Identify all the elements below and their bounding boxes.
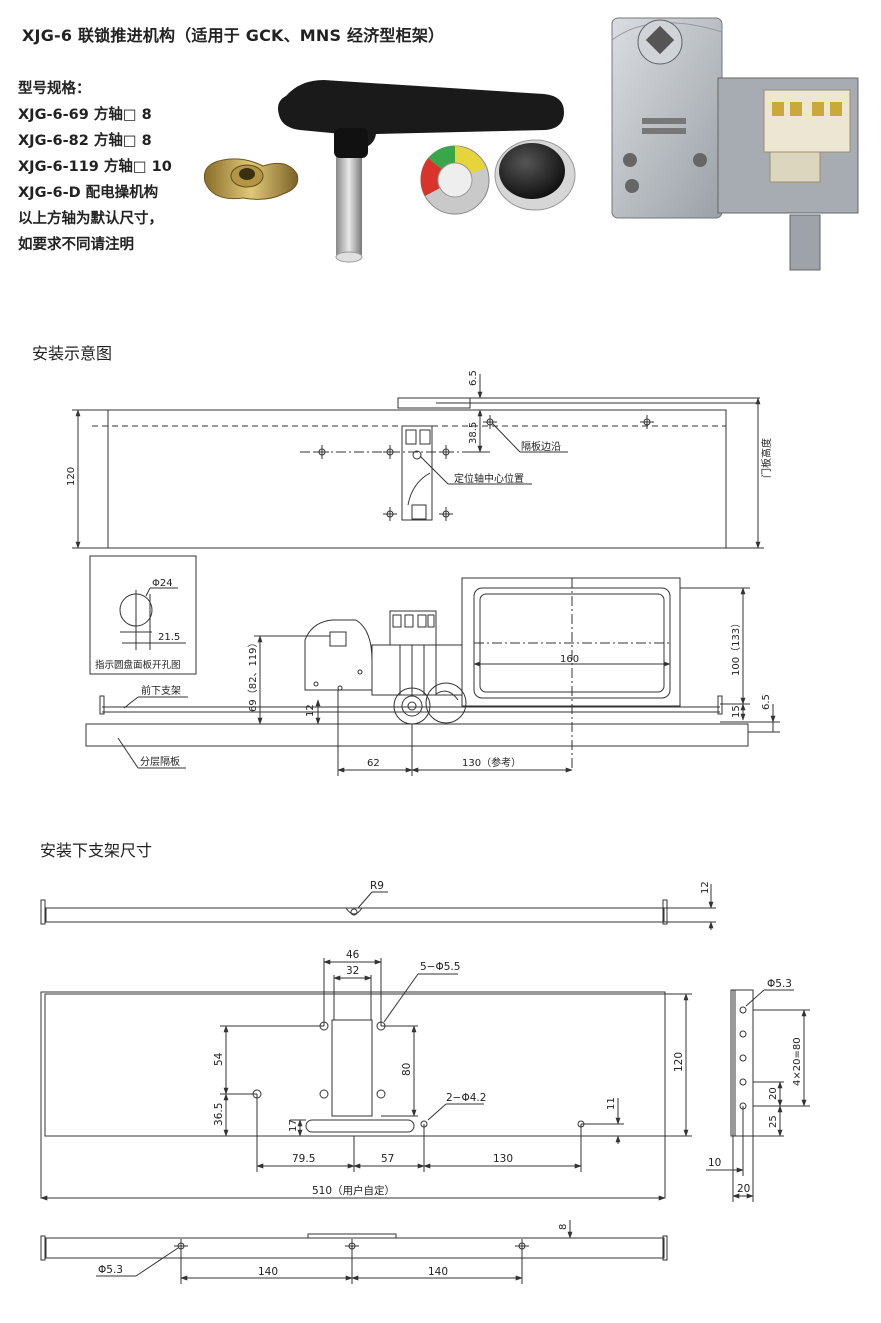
- dim-130: 130: [493, 1153, 513, 1165]
- spec-line: XJG-6-82 方轴□ 8: [18, 133, 152, 149]
- dim-46: 46: [346, 949, 360, 961]
- dim-140-b: 140: [428, 1266, 448, 1278]
- label-door-height: 门板高度: [760, 438, 773, 478]
- spec-line: 以上方轴为默认尺寸，: [18, 211, 163, 227]
- label-hole-figure: 指示圆盘面板开孔图: [95, 659, 181, 671]
- indicator-gauge-photo: [420, 139, 576, 215]
- dim-phi5-3-side: Φ5.3: [767, 978, 792, 990]
- dim-36-5: 36.5: [213, 1103, 225, 1126]
- spec-line: XJG-6-69 方轴□ 8: [18, 107, 152, 123]
- spec-list: 型号规格： XJG-6-69 方轴□ 8 XJG-6-82 方轴□ 8 XJG-…: [18, 76, 172, 258]
- dim-120-bracket: 120: [673, 1052, 685, 1072]
- dim-11: 11: [606, 1097, 617, 1110]
- spec-line: XJG-6-119 方轴□ 10: [18, 159, 172, 175]
- dim-4x20: 4×20=80: [792, 1037, 803, 1086]
- label-axis-center: 定位轴中心位置: [454, 472, 524, 485]
- dim-62: 62: [367, 758, 380, 769]
- label-layer-board: 分层隔板: [140, 755, 180, 768]
- dim-21-5: 21.5: [158, 632, 180, 643]
- dim-phi24: Φ24: [152, 578, 173, 589]
- dim-80: 80: [401, 1063, 413, 1076]
- label-holes-5: 5−Φ5.5: [420, 961, 460, 973]
- spec-line: XJG-6-D 配电操机构: [18, 185, 159, 201]
- dim-20-side: 20: [768, 1087, 779, 1100]
- mechanism-photo: [611, 17, 859, 271]
- dim-510: 510（用户自定）: [312, 1184, 395, 1197]
- dim-32: 32: [346, 965, 359, 977]
- dim-15: 15: [731, 705, 742, 718]
- dim-r9: R9: [370, 880, 384, 892]
- label-partition-edge: 隔板边沿: [521, 440, 561, 453]
- dim-79-5: 79.5: [292, 1153, 315, 1165]
- bracket-diagram: [40, 884, 810, 1284]
- dim-phi5-3-bot: Φ5.3: [98, 1264, 123, 1276]
- dim-17: 17: [288, 1119, 299, 1132]
- dim-160: 160: [560, 654, 579, 665]
- section-title-bracket: 安装下支架尺寸: [40, 841, 153, 860]
- label-holes-2: 2−Φ4.2: [446, 1092, 486, 1104]
- dim-120-door: 120: [66, 467, 77, 486]
- page-title: XJG-6 联锁推进机构（适用于 GCK、MNS 经济型柜架）: [22, 26, 445, 45]
- dim-25: 25: [768, 1115, 779, 1128]
- dim-100: 100（133）: [730, 618, 742, 676]
- spec-line: 型号规格：: [18, 81, 91, 97]
- t-handle-photo: [278, 80, 564, 263]
- wing-nut-photo: [203, 158, 299, 200]
- dim-57: 57: [381, 1153, 394, 1165]
- dim-38-5: 38.5: [468, 422, 479, 444]
- install-diagram: [72, 374, 780, 776]
- spec-line: 如要求不同请注明: [18, 237, 134, 253]
- dim-6-5-bot: 6.5: [761, 694, 772, 710]
- section-title-install: 安装示意图: [32, 344, 113, 363]
- dim-20-bot: 20: [737, 1183, 750, 1195]
- dim-140-a: 140: [258, 1266, 278, 1278]
- dim-8: 8: [558, 1224, 569, 1230]
- dim-12-top: 12: [700, 881, 711, 894]
- dim-130-ref: 130（参考）: [462, 756, 521, 769]
- dim-54: 54: [213, 1052, 225, 1066]
- dim-6-5-top: 6.5: [468, 370, 479, 386]
- dim-12: 12: [305, 704, 316, 717]
- label-front-bracket: 前下支架: [141, 684, 181, 697]
- dim-10: 10: [708, 1157, 721, 1169]
- dim-69: 69（82、119）: [247, 637, 259, 712]
